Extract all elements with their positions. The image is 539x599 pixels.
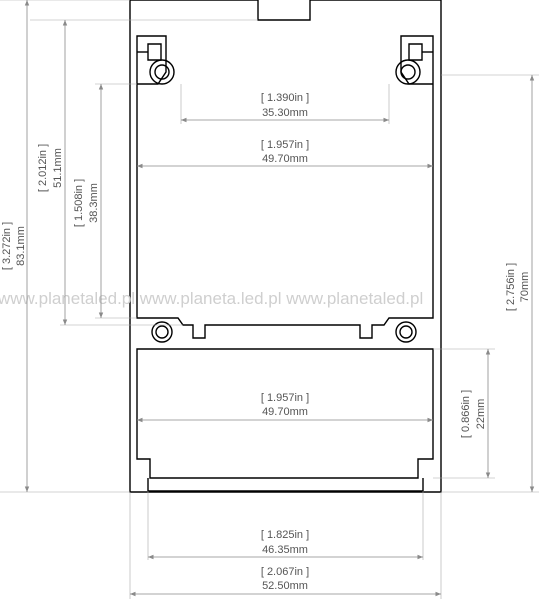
base-slot [147,478,424,492]
upper-inner-height-inch: [ 1.508in ] [73,179,85,227]
overall-width-inch: [ 2.067in ] [261,566,309,578]
lower-inner-width-inch: [ 1.957in ] [261,392,309,404]
base-slot-width-inch: [ 1.825in ] [261,529,309,541]
dimension-lines [24,0,535,597]
upper-inner-height-mm: 38.3mm [88,183,100,223]
lower-right-screw-hole [395,321,417,343]
upper-chamber-left-wall [136,35,167,85]
overall-width-mm: 52.50mm [262,580,308,592]
lower-chamber-height-inch: [ 0.866in ] [460,390,472,438]
upper-chamber-wall [136,35,434,339]
base-slot-width-mm: 46.35mm [262,544,308,556]
inner-hole-spacing-mm: 35.30mm [262,107,308,119]
lower-chamber-height-mm: 22mm [475,399,487,430]
dimension-labels: [ 1.390in ] 35.30mm [ 1.957in ] 49.70mm … [1,92,531,592]
right-height-mm: 70mm [519,272,531,303]
upper-inner-width-inch: [ 1.957in ] [261,139,309,151]
overall-height-mm: 83.1mm [15,226,27,266]
upper-height-mm: 51.1mm [52,148,64,188]
left-screw-channel [137,43,175,85]
lower-chamber-wall [136,348,434,479]
inner-hole-spacing-inch: [ 1.390in ] [261,92,309,104]
profile-outer-shell [129,0,442,493]
watermark-text: www.planetaled.pl www.planeta.led.pl www… [0,289,423,308]
overall-height-inch: [ 3.272in ] [1,222,13,270]
right-height-inch: [ 2.756in ] [505,263,517,311]
lower-left-screw-hole [151,321,173,343]
upper-height-inch: [ 2.012in ] [37,144,49,192]
upper-inner-width-mm: 49.70mm [262,153,308,165]
lower-inner-width-mm: 49.70mm [262,406,308,418]
aluminium-profile [129,0,442,493]
right-screw-channel [395,43,433,85]
